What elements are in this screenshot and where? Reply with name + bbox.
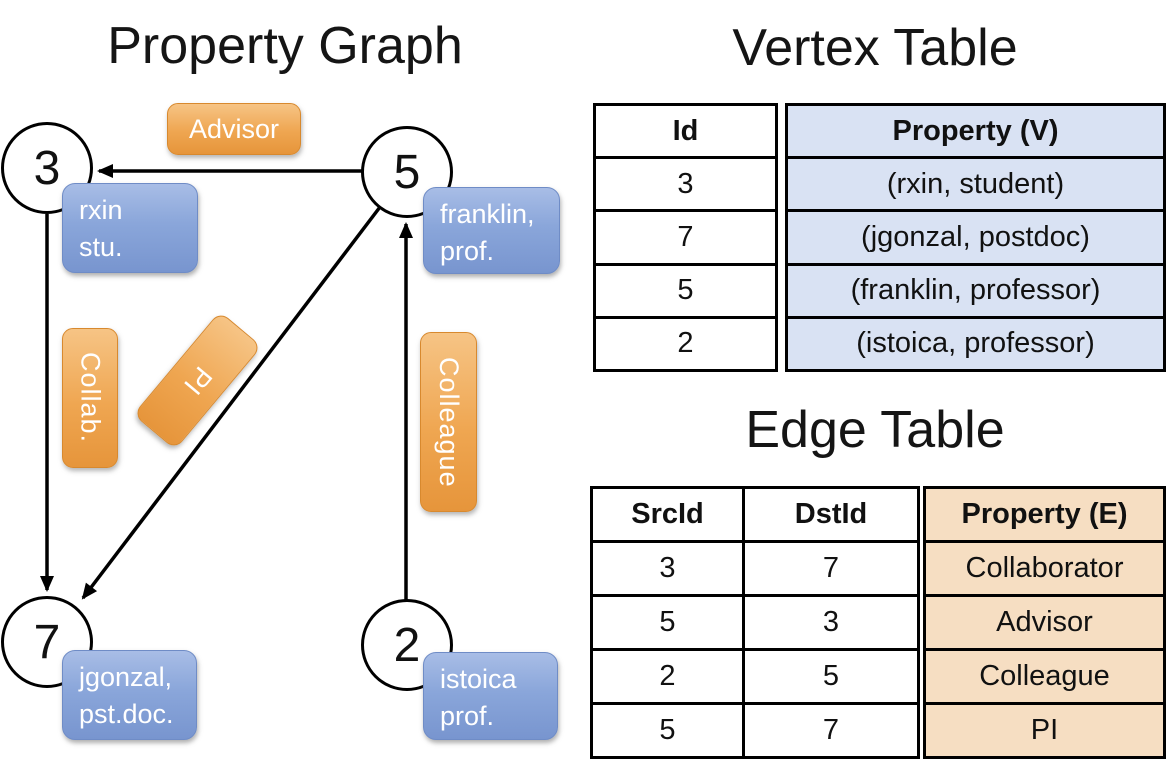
vertex-label-rxin: rxin stu. <box>62 183 198 273</box>
vertex-property-cell: (rxin, student) <box>785 156 1166 213</box>
edge-table-id-columns: SrcId DstId 3 7 5 3 2 5 5 7 <box>590 486 920 759</box>
vertex-label-line: istoica <box>440 664 517 694</box>
edge-label-text: Advisor <box>188 113 280 144</box>
vertex-label-line: stu. <box>79 232 123 263</box>
vertex-table-property-column: Property (V) (rxin, student) (jgonzal, p… <box>785 102 1166 373</box>
edge-label-text: Colleague <box>434 356 464 488</box>
vertex-label-jgonzal: jgonzal, pst.doc. <box>62 650 197 740</box>
edge-srcid-cell: 5 <box>590 702 745 759</box>
edge-srcid-cell: 3 <box>590 540 745 597</box>
edge-5-to-7-arrow <box>81 205 382 600</box>
vertex-property-header: Property (V) <box>785 102 1166 160</box>
node-id: 7 <box>33 615 61 669</box>
edge-dstid-cell: 7 <box>742 540 920 597</box>
edge-srcid-cell: 5 <box>590 594 745 651</box>
edge-srcid-cell: 2 <box>590 648 745 705</box>
vertex-label-istoica: istoica prof. <box>423 652 558 740</box>
vertex-property-cell: (jgonzal, postdoc) <box>785 209 1166 266</box>
node-id: 3 <box>33 141 61 195</box>
vertex-id-header: Id <box>593 102 778 160</box>
edge-dstid-header: DstId <box>742 486 920 543</box>
property-graph-title: Property Graph <box>107 17 463 75</box>
vertex-id-cell: 7 <box>593 209 778 266</box>
edge-srcid-header: SrcId <box>590 486 745 543</box>
edge-dstid-cell: 5 <box>742 648 920 705</box>
edge-dstid-cell: 7 <box>742 702 920 759</box>
edge-label-text: PI <box>177 360 219 401</box>
vertex-label-line: prof. <box>440 236 495 267</box>
edge-label-text: Collab. <box>75 352 106 444</box>
vertex-id-cell: 5 <box>593 262 778 319</box>
vertex-table-id-column: Id 3 7 5 2 <box>593 102 778 373</box>
vertex-property-cell: (franklin, professor) <box>785 262 1166 319</box>
graph-node-3: 3 <box>1 122 93 214</box>
vertex-property-cell: (istoica, professor) <box>785 315 1166 373</box>
vertex-label-line: franklin, <box>440 199 535 229</box>
edge-label-advisor: Advisor <box>167 103 301 155</box>
edge-property-header: Property (E) <box>923 486 1166 543</box>
edge-label-collab: Collab. <box>62 328 118 468</box>
edge-table-title: Edge Table <box>745 401 1005 459</box>
node-id: 2 <box>393 618 421 672</box>
vertex-label-line: jgonzal, <box>79 662 173 692</box>
vertex-id-cell: 3 <box>593 156 778 213</box>
edge-property-cell: PI <box>923 702 1166 759</box>
vertex-label-line: rxin <box>79 195 123 225</box>
edge-dstid-cell: 3 <box>742 594 920 651</box>
edge-property-cell: Colleague <box>923 648 1166 705</box>
vertex-table-title: Vertex Table <box>732 19 1018 77</box>
vertex-label-line: prof. <box>440 701 495 732</box>
edge-property-cell: Collaborator <box>923 540 1166 597</box>
vertex-label-franklin: franklin, prof. <box>423 187 560 274</box>
edge-property-cell: Advisor <box>923 594 1166 651</box>
vertex-id-cell: 2 <box>593 315 778 373</box>
edge-label-colleague: Colleague <box>420 332 477 512</box>
edge-table-property-column: Property (E) Collaborator Advisor Collea… <box>923 486 1166 759</box>
node-id: 5 <box>393 145 421 199</box>
vertex-label-line: pst.doc. <box>79 699 174 730</box>
